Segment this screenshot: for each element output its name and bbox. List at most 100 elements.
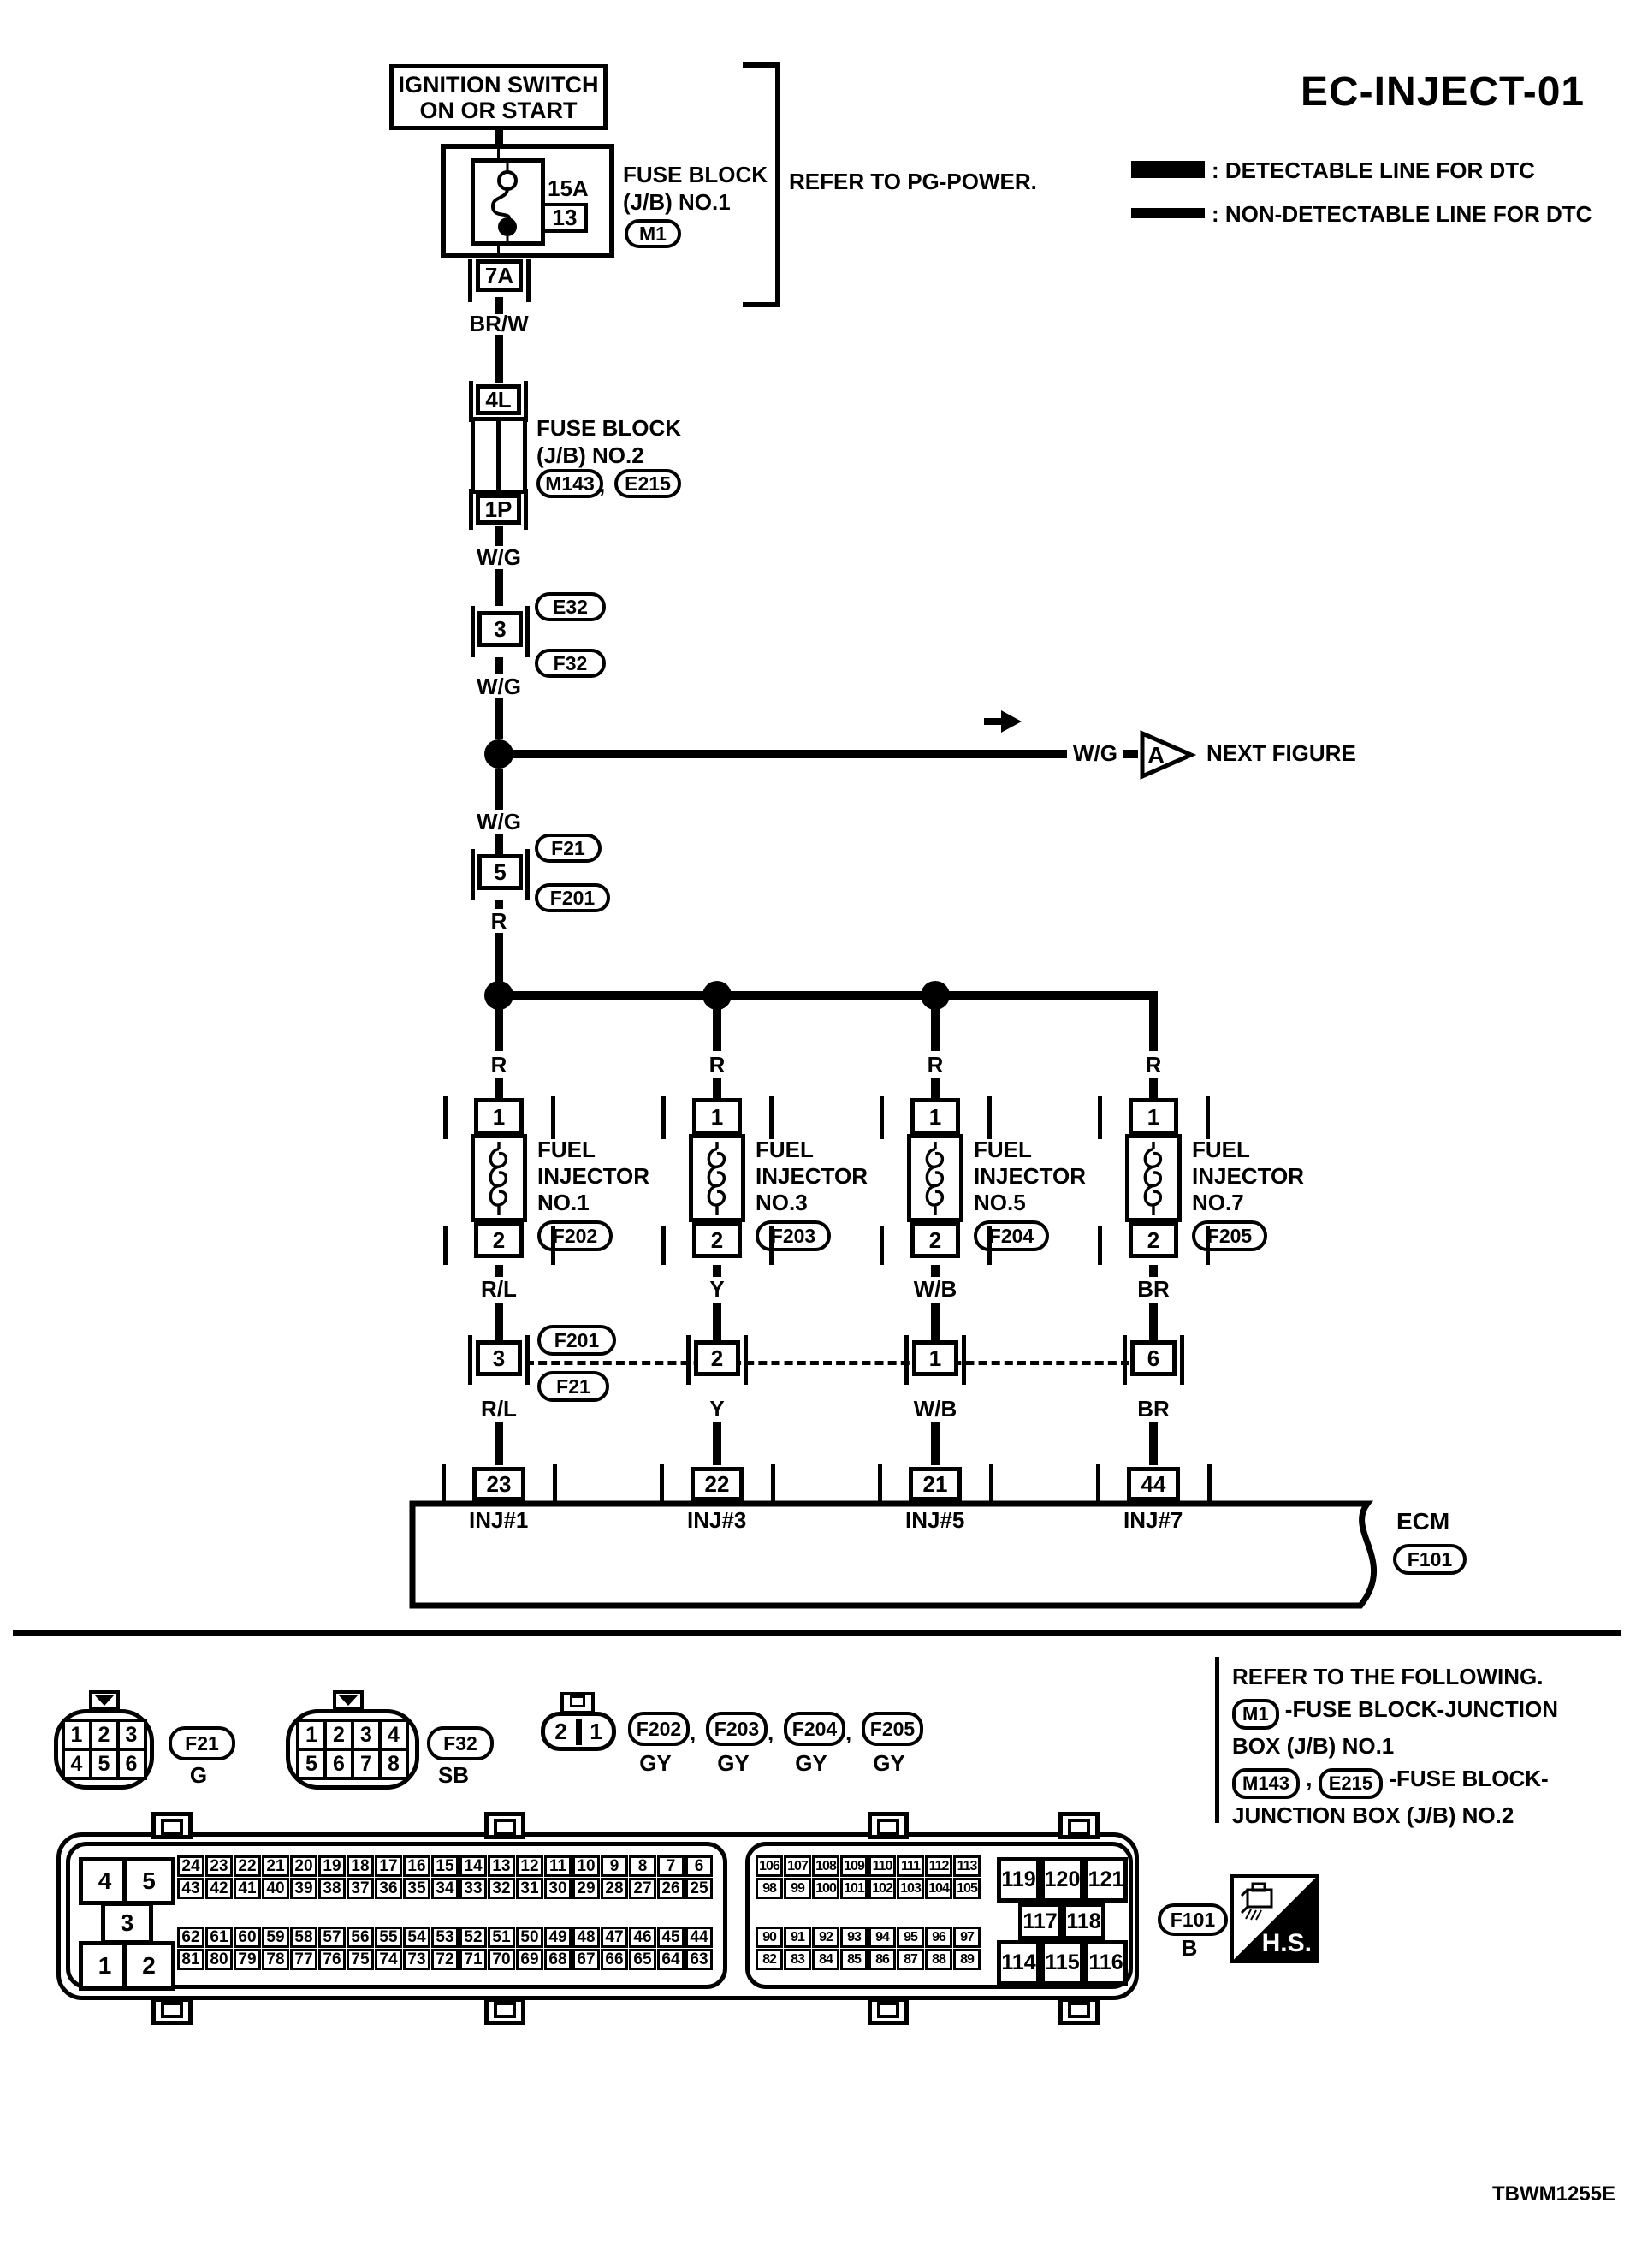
bracket-right: [989, 1464, 993, 1505]
pin-cell: 47: [601, 1927, 628, 1948]
refer-block-title: REFER TO THE FOLLOWING.: [1232, 1664, 1544, 1689]
pin-cell: 109: [840, 1855, 868, 1877]
pin-cell: 71: [459, 1949, 487, 1970]
fuse-number-box: 13: [542, 203, 588, 233]
pin-cell: 20: [290, 1855, 317, 1877]
pin-cell: 107: [784, 1855, 811, 1877]
pin-cell: 66: [601, 1949, 628, 1970]
pin-cell: 95: [897, 1927, 924, 1948]
ecm-box: [409, 1500, 1378, 1609]
pin-cell: 9: [601, 1855, 628, 1877]
bracket-left: [469, 381, 473, 422]
wire-color-wg1: W/G: [477, 544, 521, 570]
wire-color-label2: Y: [709, 1396, 725, 1422]
pin-cell: 64: [657, 1949, 685, 1970]
pin-cell: 6: [323, 1748, 354, 1780]
legend-nondetectable-label: : NON-DETECTABLE LINE FOR DTC: [1212, 201, 1592, 227]
pin-cell: 106: [756, 1855, 783, 1877]
ecm-connector-right-shell: [745, 1842, 1133, 1989]
connector-tab: [1058, 1998, 1100, 2025]
injector-name-line1: FUEL: [756, 1137, 814, 1162]
pin-cell: 22: [234, 1855, 261, 1877]
pin-cell: 57: [318, 1927, 346, 1948]
pin-cell: 73: [403, 1949, 430, 1970]
refer-line: JUNCTION BOX (J/B) NO.2: [1232, 1802, 1514, 1828]
injector-bus-line: [495, 991, 1158, 1000]
f21-color-label: G: [189, 1762, 208, 1788]
bus-wire-color: R: [708, 1052, 726, 1078]
injector-terminal-1: 1: [661, 1096, 774, 1139]
connector-id-oval: F202: [628, 1712, 690, 1746]
fuse-rating-label: 15A: [548, 175, 589, 201]
ecm-label: ECM: [1396, 1508, 1450, 1535]
f101-color-label: B: [1181, 1935, 1198, 1961]
injector-terminal-1: 1: [1098, 1096, 1210, 1139]
connector-5: 5: [471, 849, 530, 900]
wire-segment: [495, 900, 503, 909]
bracket-right: [769, 1226, 774, 1265]
pin-cell: 94: [868, 1927, 896, 1948]
pin-cell: 61: [205, 1927, 233, 1948]
pin-cell: 55: [375, 1927, 402, 1948]
pin-cell: 42: [205, 1878, 233, 1899]
f21-view-notch: [89, 1690, 120, 1711]
legend-detectable-label: : DETECTABLE LINE FOR DTC: [1212, 157, 1535, 183]
injector-name-line2: INJECTOR: [974, 1163, 1086, 1189]
wire-color-label: W/B: [913, 1276, 957, 1302]
pin-cell: 6: [116, 1748, 147, 1780]
pin-cell: 16: [403, 1855, 430, 1877]
connector-tab: [151, 1998, 193, 2025]
injector-body: [1125, 1134, 1182, 1222]
pin-cell: 29: [572, 1878, 600, 1899]
connector-id-oval: M143: [1232, 1768, 1301, 1799]
pin-cell: 25: [685, 1878, 713, 1899]
ecm-terminal: 22: [660, 1464, 775, 1505]
bracket-left: [443, 1096, 448, 1139]
pin-cell: 5: [296, 1748, 327, 1780]
pin-cell: 118: [1062, 1903, 1105, 1940]
pin-cell: 63: [685, 1949, 713, 1970]
injector-terminal-2: 2: [1098, 1222, 1210, 1265]
pin-cell: 15: [431, 1855, 459, 1877]
injector-body: [907, 1134, 963, 1222]
ecm-pin-box: 22: [691, 1467, 744, 1501]
pin-cell: 115: [1040, 1940, 1084, 1986]
refer-line: BOX (J/B) NO.1: [1232, 1733, 1395, 1759]
pin-cell: 3: [351, 1719, 382, 1751]
page-title: EC-INJECT-01: [1301, 69, 1586, 115]
bracket-left: [661, 1226, 666, 1265]
pin-cell: 67: [572, 1949, 600, 1970]
connector-tab: [484, 1812, 525, 1839]
pin-cell: 23: [205, 1855, 233, 1877]
pin-cell: 114: [997, 1940, 1040, 1986]
wire-segment: [495, 769, 503, 810]
pin-cell: 4: [61, 1748, 92, 1780]
bracket-left: [880, 1226, 884, 1265]
pin-cell: 101: [840, 1878, 868, 1899]
terminal-1p: 1P: [469, 489, 528, 530]
injector-name-line2: INJECTOR: [537, 1163, 649, 1189]
pin-cell: 18: [347, 1855, 374, 1877]
wire-segment: [931, 1303, 940, 1340]
pin-cell: 1: [296, 1719, 327, 1751]
bus-wire-color: R: [927, 1052, 944, 1078]
coil-icon: [707, 1141, 726, 1215]
bracket-right: [524, 489, 528, 530]
fuse-block1-line1: FUSE BLOCK: [623, 162, 768, 187]
next-wire-color: W/G: [1073, 740, 1117, 766]
wire-segment: [495, 1303, 503, 1340]
pin-cell: 80: [205, 1949, 233, 1970]
connector-tab: [868, 1998, 909, 2025]
wire-color-label2: W/B: [913, 1396, 957, 1422]
refer-line: M143 , E215 -FUSE BLOCK-: [1232, 1762, 1609, 1799]
pin-cell: 30: [544, 1878, 572, 1899]
refer-pg-label: REFER TO PG-POWER.: [789, 169, 1037, 194]
pin-cell: 83: [784, 1949, 811, 1970]
pin-cell: 90: [756, 1927, 783, 1948]
